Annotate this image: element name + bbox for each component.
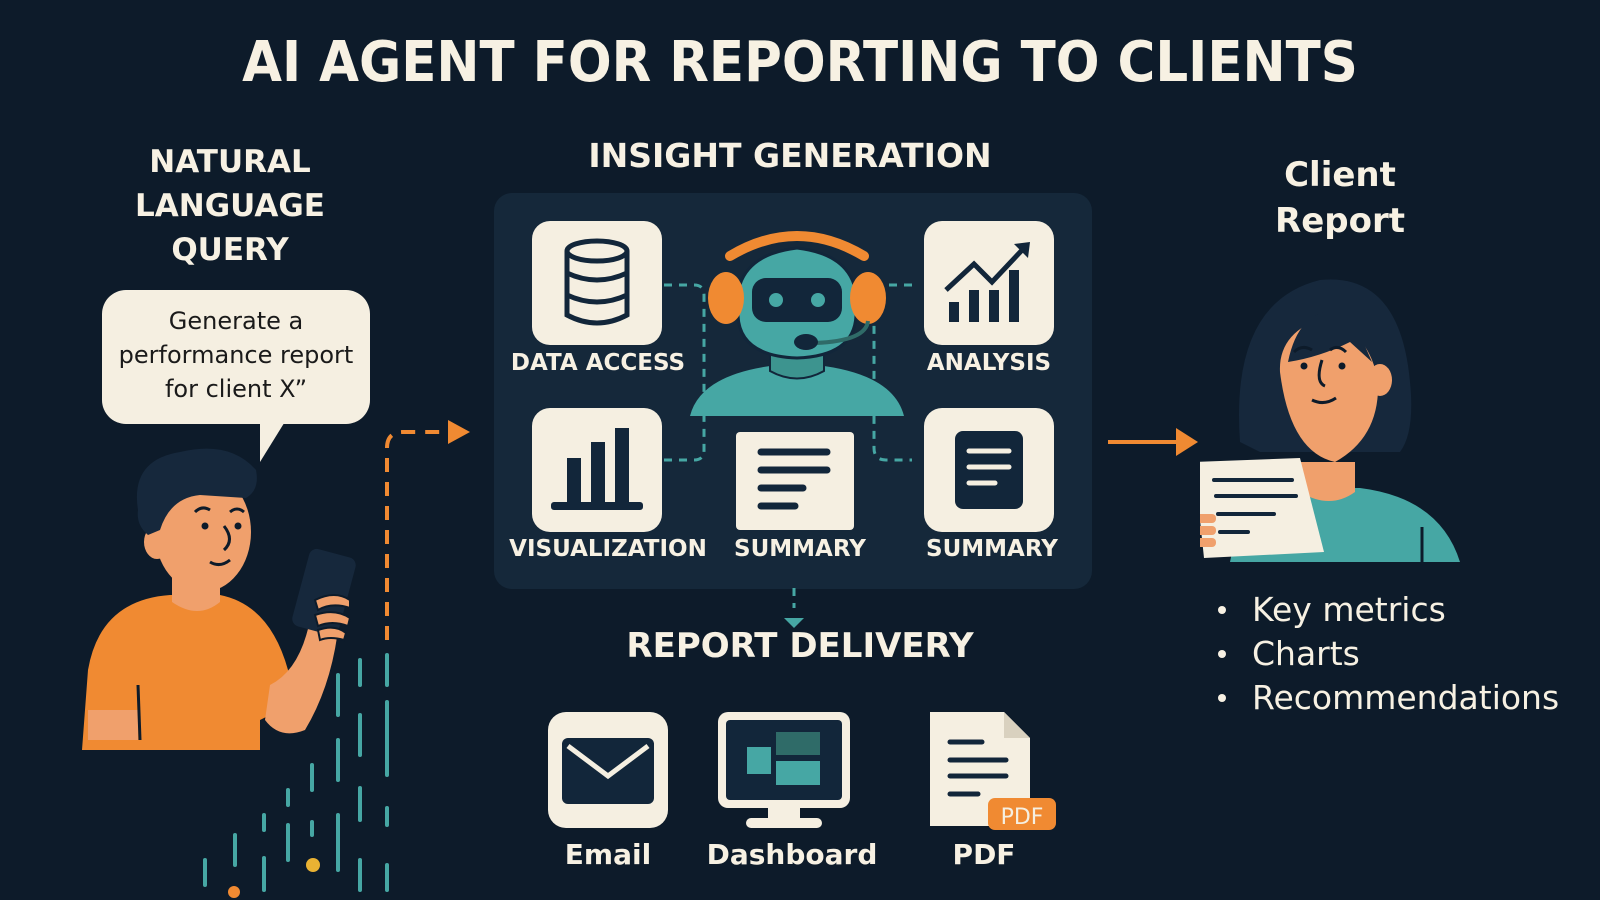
pdf-badge: PDF xyxy=(1000,805,1044,830)
insight-generation-heading: INSIGHT GENERATION xyxy=(588,136,992,175)
bubble-line: for client X” xyxy=(164,375,308,403)
visualization-label: VISUALIZATION xyxy=(509,536,707,562)
list-item-label: Charts xyxy=(1252,634,1360,673)
pdf-file-icon[interactable] xyxy=(926,712,1062,832)
database-icon xyxy=(564,238,630,326)
envelope-icon xyxy=(562,738,654,804)
analysis-label: ANALYSIS xyxy=(926,350,1052,376)
client-report-contents-list: Key metrics Charts Recommendations xyxy=(1218,588,1559,720)
arrow-right-icon xyxy=(1108,428,1198,456)
woman-reading-report-icon xyxy=(1200,279,1460,562)
bullet-icon xyxy=(1218,606,1226,614)
list-item: Recommendations xyxy=(1218,676,1559,720)
document-lines-icon xyxy=(757,448,831,510)
summary-card-icon xyxy=(955,431,1023,509)
robot-headset-icon xyxy=(690,231,904,416)
data-access-label: DATA ACCESS xyxy=(510,350,686,376)
heading-line: QUERY xyxy=(171,232,289,268)
man-with-phone-icon xyxy=(82,448,356,750)
natural-language-query-heading: NATURAL LANGUAGE QUERY xyxy=(100,140,360,272)
pdf-label: PDF xyxy=(952,838,1016,871)
heading-line: Client xyxy=(1284,155,1396,195)
list-item: Key metrics xyxy=(1218,588,1559,632)
client-report-heading: Client Report xyxy=(1240,152,1440,244)
monitor-dashboard-icon[interactable] xyxy=(718,712,850,830)
report-delivery-heading: REPORT DELIVERY xyxy=(626,626,974,666)
heading-line: NATURAL xyxy=(149,144,311,180)
bar-chart-icon xyxy=(551,428,643,510)
summary-label-2: SUMMARY xyxy=(926,536,1058,562)
dashboard-label: Dashboard xyxy=(706,838,878,871)
query-speech-bubble: Generate a performance report for client… xyxy=(102,290,370,424)
list-item-label: Key metrics xyxy=(1252,590,1446,629)
summary-document-tile xyxy=(736,432,854,530)
speech-bubble-tail xyxy=(260,420,286,462)
analysis-tile xyxy=(924,221,1054,345)
heading-line: LANGUAGE xyxy=(135,188,325,224)
summary-label-1: SUMMARY xyxy=(734,536,866,562)
trend-chart-icon xyxy=(944,242,1030,322)
bubble-line: performance report xyxy=(118,341,354,369)
data-access-tile xyxy=(532,221,662,345)
bullet-icon xyxy=(1218,650,1226,658)
heading-line: Report xyxy=(1275,201,1405,241)
summary-card-tile xyxy=(924,408,1054,532)
data-stream-decoration xyxy=(203,420,470,898)
list-item: Charts xyxy=(1218,632,1559,676)
visualization-tile xyxy=(532,408,662,532)
bullet-icon xyxy=(1218,694,1226,702)
bubble-line: Generate a xyxy=(168,307,304,335)
list-item-label: Recommendations xyxy=(1252,678,1560,717)
page-title: AI AGENT FOR REPORTING TO CLIENTS xyxy=(242,30,1358,95)
email-channel[interactable] xyxy=(548,712,668,828)
email-label: Email xyxy=(564,838,652,871)
